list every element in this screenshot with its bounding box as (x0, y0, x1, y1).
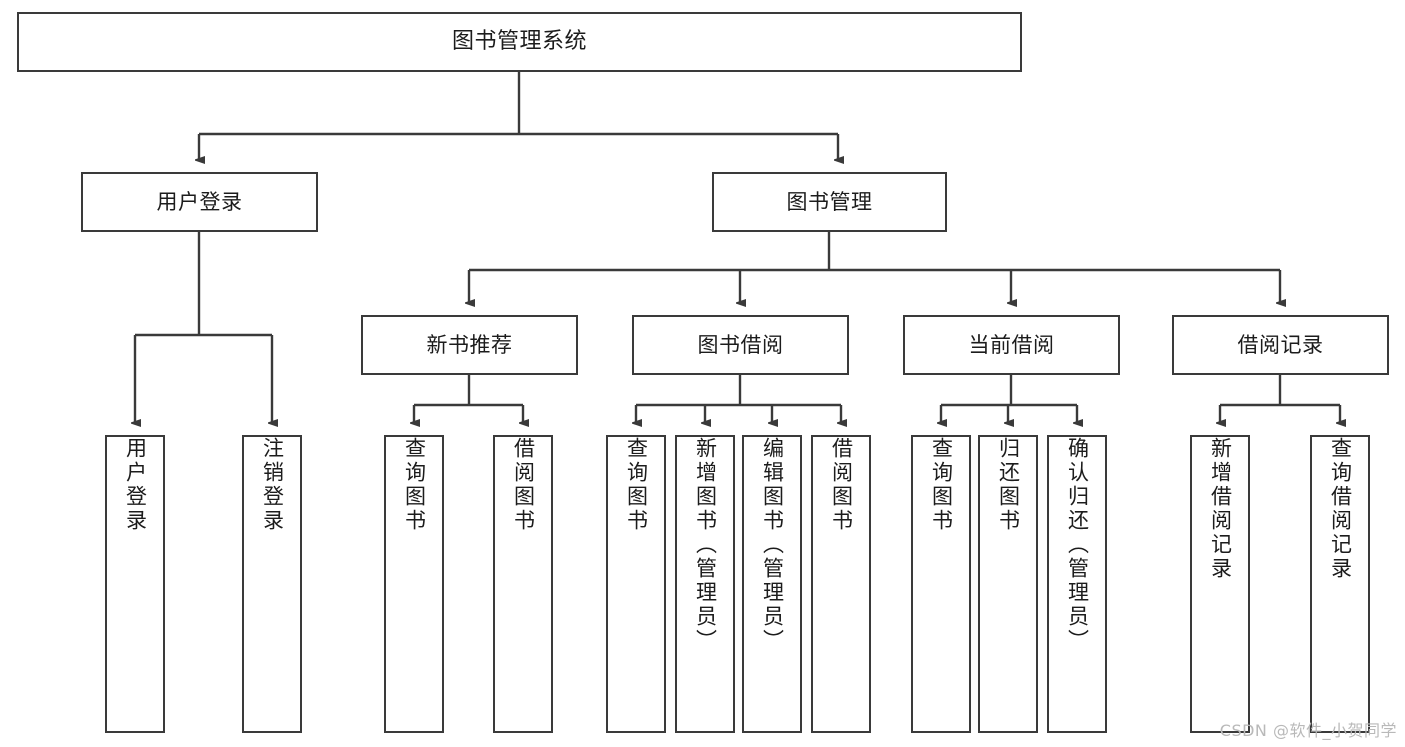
node-label: 图书管理 (786, 189, 873, 214)
leaf-new-book-query[interactable]: 查询图书 (384, 435, 444, 733)
node-label: 归还图书 (996, 437, 1021, 533)
node-label: 编辑图书（管理员） (760, 437, 785, 653)
node-label: 确认归还（管理员） (1065, 437, 1090, 653)
node-current-borrow[interactable]: 当前借阅 (903, 315, 1120, 375)
leaf-user-login-logout[interactable]: 注销登录 (242, 435, 302, 733)
node-root-system[interactable]: 图书管理系统 (17, 12, 1022, 72)
node-book-borrow[interactable]: 图书借阅 (632, 315, 849, 375)
node-label: 借阅记录 (1237, 332, 1324, 357)
node-label: 用户登录 (123, 437, 148, 533)
node-label: 查询借阅记录 (1328, 437, 1353, 581)
node-label: 借阅图书 (511, 437, 536, 533)
node-book-management[interactable]: 图书管理 (712, 172, 947, 232)
leaf-current-confirm-return[interactable]: 确认归还（管理员） (1047, 435, 1107, 733)
node-label: 注销登录 (260, 437, 285, 533)
leaf-borrow-borrow-book[interactable]: 借阅图书 (811, 435, 871, 733)
leaf-new-book-borrow[interactable]: 借阅图书 (493, 435, 553, 733)
node-label: 用户登录 (156, 189, 243, 214)
node-user-login[interactable]: 用户登录 (81, 172, 318, 232)
node-new-book-recommend[interactable]: 新书推荐 (361, 315, 578, 375)
watermark-text: CSDN @软件_小贺同学 (1219, 721, 1397, 740)
node-label: 当前借阅 (968, 332, 1055, 357)
leaf-user-login-login[interactable]: 用户登录 (105, 435, 165, 733)
node-label: 查询图书 (402, 437, 427, 533)
leaf-record-add[interactable]: 新增借阅记录 (1190, 435, 1250, 733)
node-label: 查询图书 (624, 437, 649, 533)
leaf-borrow-add-book[interactable]: 新增图书（管理员） (675, 435, 735, 733)
node-label: 新增图书（管理员） (693, 437, 718, 653)
node-label: 新书推荐 (426, 332, 513, 357)
leaf-current-return-book[interactable]: 归还图书 (978, 435, 1038, 733)
node-borrow-record[interactable]: 借阅记录 (1172, 315, 1389, 375)
leaf-current-query-book[interactable]: 查询图书 (911, 435, 971, 733)
leaf-borrow-edit-book[interactable]: 编辑图书（管理员） (742, 435, 802, 733)
node-label: 查询图书 (929, 437, 954, 533)
leaf-borrow-query-book[interactable]: 查询图书 (606, 435, 666, 733)
node-label: 图书管理系统 (451, 29, 587, 55)
node-label: 借阅图书 (829, 437, 854, 533)
node-label: 新增借阅记录 (1208, 437, 1233, 581)
leaf-record-query[interactable]: 查询借阅记录 (1310, 435, 1370, 733)
node-label: 图书借阅 (697, 332, 784, 357)
